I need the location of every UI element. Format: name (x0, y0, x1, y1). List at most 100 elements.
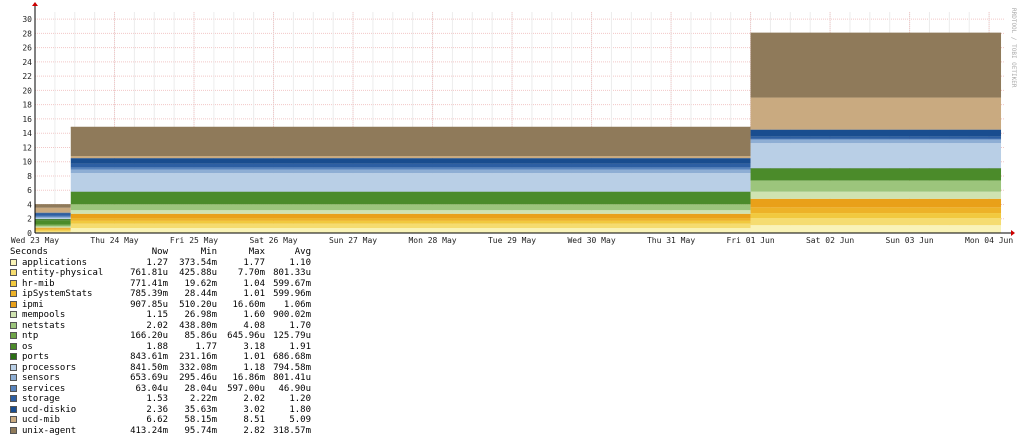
legend-min: 510.20u (179, 299, 217, 310)
legend-name: hr-mib (22, 278, 55, 289)
area-ucd-mib (70, 156, 751, 159)
area-hr-mib (750, 213, 1002, 219)
x-tick-label: Thu 24 May (90, 236, 138, 245)
y-tick-label: 30 (22, 15, 32, 24)
y-tick-label: 28 (22, 29, 32, 38)
legend-header-min: Min (200, 247, 217, 257)
legend-min: 1.77 (195, 341, 217, 352)
legend-name: storage (22, 394, 60, 404)
area-ucd-mib (750, 97, 1002, 130)
legend-now: 2.36 (146, 404, 168, 415)
x-tick-label: Thu 31 May (647, 236, 695, 245)
area-processors (35, 218, 71, 220)
legend-min: 85.86u (184, 331, 217, 341)
area-netstats (70, 204, 751, 211)
legend-max: 16.86m (232, 373, 265, 383)
legend-avg: 1.06m (283, 299, 311, 310)
legend-swatch (10, 258, 17, 266)
legend-name: services (22, 383, 66, 394)
area-ucd-diskio (70, 158, 751, 164)
x-tick-label: Mon 04 Jun (965, 236, 1013, 245)
area-storage (750, 136, 1002, 139)
area-mempools (35, 226, 71, 228)
area-os (70, 192, 751, 205)
legend-avg: 686.68m (273, 352, 311, 362)
legend-max: 597.00u (227, 383, 265, 394)
area-sensors (35, 216, 71, 219)
legend-min: 231.16m (179, 352, 217, 362)
legend-max: 2.82 (243, 425, 265, 436)
x-axis-arrow (1011, 230, 1015, 236)
legend-avg: 5.09 (289, 415, 311, 425)
legend-avg: 318.57m (273, 425, 311, 436)
legend-avg: 1.20 (289, 394, 311, 404)
y-tick-label: 22 (22, 72, 32, 81)
legend-now: 166.20u (130, 331, 168, 341)
legend-now: 1.53 (146, 394, 168, 404)
area-mempools (750, 191, 1002, 199)
y-tick-label: 16 (22, 115, 32, 124)
legend-min: 35.63m (184, 404, 217, 415)
legend-swatch (10, 300, 17, 308)
legend-name: ports (22, 352, 50, 362)
area-entity-physical (35, 230, 71, 232)
legend-name: processors (22, 362, 77, 373)
legend-name: netstats (22, 320, 66, 331)
area-entity-physical (70, 223, 751, 229)
legend-max: 2.02 (243, 394, 265, 404)
legend-max: 4.08 (243, 320, 265, 331)
area-entity-physical (750, 218, 1002, 226)
area-netstats (35, 225, 71, 227)
legend-header-avg: Avg (294, 247, 311, 257)
area-processors (750, 143, 1002, 169)
y-tick-label: 24 (22, 58, 32, 67)
y-axis-arrow (32, 2, 38, 6)
legend-avg: 1.10 (289, 257, 311, 268)
legend-swatch (10, 332, 17, 339)
area-applications (70, 228, 751, 233)
legend-avg: 46.90u (278, 383, 311, 394)
y-tick-label: 26 (22, 44, 32, 53)
series-areas (35, 32, 1002, 233)
legend-max: 1.60 (243, 310, 265, 320)
area-applications (35, 231, 71, 233)
y-tick-label: 14 (22, 129, 32, 138)
area-services (750, 138, 1002, 140)
legend-name: ucd-diskio (22, 404, 77, 415)
legend-min: 28.04u (184, 383, 217, 394)
legend-swatch (10, 426, 17, 434)
area-netstats (750, 180, 1002, 192)
area-os (750, 168, 1002, 181)
area-hr-mib (35, 229, 71, 231)
area-ntp (35, 224, 71, 226)
area-ucd-diskio (35, 212, 71, 214)
x-tick-label: Sat 02 Jun (806, 236, 854, 245)
legend-now: 771.41m (130, 278, 168, 289)
area-processors (70, 173, 751, 192)
y-tick-label: 18 (22, 101, 32, 110)
y-tick-label: 8 (27, 172, 32, 181)
legend-swatch (10, 395, 17, 402)
legend-now: 653.69u (130, 373, 168, 383)
legend-max: 1.04 (243, 278, 265, 289)
legend-now: 1.15 (146, 310, 168, 320)
legend-swatch (10, 290, 17, 297)
y-tick-label: 10 (22, 158, 32, 167)
x-tick-label: Sun 27 May (329, 236, 377, 245)
x-tick-label: Fri 25 May (170, 236, 218, 245)
x-tick-label: Fri 01 Jun (726, 236, 774, 245)
legend-name: ntp (22, 331, 39, 341)
area-ipSystemStats (35, 228, 71, 230)
x-tick-label: Sat 26 May (249, 236, 297, 245)
